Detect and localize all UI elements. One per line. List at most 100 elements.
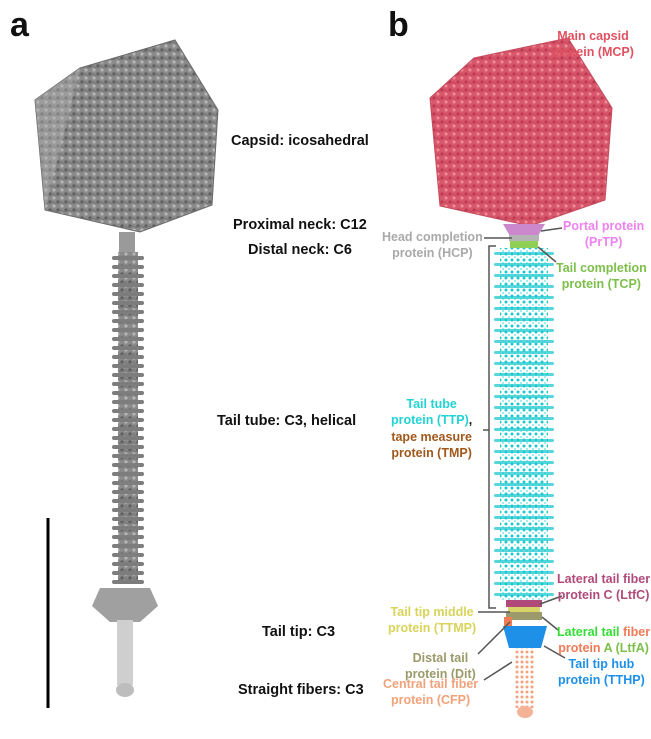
tail-tip-a [92,588,158,622]
prtp-leader [541,228,562,231]
tail-ring-a [112,427,144,431]
label-mcp: Main capsid protein (MCP) [552,28,634,61]
tail-ring-b [494,593,554,596]
tail-ring-b [494,406,554,409]
tail-ring-a [112,445,144,449]
tail-ring-b [494,538,554,541]
tail-ring-a [112,301,144,305]
tail-ring-a [112,418,144,422]
tail-ring-b [494,318,554,321]
tail-ring-b [494,461,554,464]
tail-ring-b [494,439,554,442]
tail-ring-b [494,417,554,420]
capsid-b [430,38,612,226]
ltfc-b [506,600,542,607]
tcp-b [510,241,538,248]
tail-ring-b [494,307,554,310]
tail-ring-b [494,582,554,585]
tail-ring-a [112,562,144,566]
label-capsid: Capsid: icosahedral [231,133,369,149]
tail-ring-a [112,454,144,458]
tail-ring-a [112,508,144,512]
tail-ring-a [112,472,144,476]
tail-ring-a [112,364,144,368]
label-tcp: Tail completion protein (TCP) [556,260,647,293]
fiber-tip-a [116,683,134,697]
tail-ring-a [112,553,144,557]
label-ttp-tmp: Tail tube protein (TTP), tape measure pr… [391,396,472,461]
straight-fibers-a [117,620,133,685]
tail-ring-b [494,560,554,563]
tail-ring-b [494,351,554,354]
label-ttmp: Tail tip middle protein (TTMP) [388,604,476,637]
tail-ring-a [112,481,144,485]
label-prtp: Portal protein (PrTP) [563,218,644,251]
tail-ring-b [494,428,554,431]
portal-b [503,224,545,236]
cfp-b [515,648,535,708]
tail-ring-b [494,329,554,332]
tail-ring-a [112,490,144,494]
label-tail-tip: Tail tip: C3 [262,624,335,640]
tail-ring-b [494,285,554,288]
tail-ring-a [112,526,144,530]
tail-ring-a [112,319,144,323]
tail-ring-a [112,571,144,575]
panel-letter-b: b [388,8,409,42]
tail-ring-a [112,535,144,539]
tail-ring-a [112,265,144,269]
tail-ring-a [112,310,144,314]
label-tail-tube: Tail tube: C3, helical [217,413,356,429]
tail-ring-b [494,516,554,519]
tail-ring-a [112,409,144,413]
cfp-tip-b [517,706,533,718]
panel-letter-a: a [10,8,29,42]
ltfa-b [504,617,512,627]
tail-ring-b [494,373,554,376]
tail-ring-a [112,283,144,287]
tail-ring-b [494,549,554,552]
tail-ring-b [494,384,554,387]
label-distal-neck: Distal neck: C6 [248,242,352,258]
tail-ring-b [494,296,554,299]
tail-ring-a [112,580,144,584]
tail-ring-a [112,436,144,440]
cfp-leader [484,662,512,680]
tail-tube-b [500,248,548,600]
tail-ring-a [112,337,144,341]
tail-ring-b [494,395,554,398]
label-hcp: Head completion protein (HCP) [382,229,483,262]
tail-ring-b [494,494,554,497]
tail-ring-a [112,517,144,521]
tail-ring-b [494,527,554,530]
tail-ring-a [112,292,144,296]
tail-ring-b [494,483,554,486]
label-ltfa: Lateral tail fiber protein A (LtfA) [557,624,650,657]
tail-ring-a [112,400,144,404]
tail-ring-a [112,355,144,359]
label-straight-fibers: Straight fibers: C3 [238,682,364,698]
tail-ring-b [494,274,554,277]
tail-ring-b [494,571,554,574]
tail-ring-b [494,340,554,343]
tail-ring-a [112,346,144,350]
tail-ring-b [494,263,554,266]
tail-ring-a [112,382,144,386]
tail-ring-a [112,391,144,395]
tail-ring-b [494,450,554,453]
label-ltfc: Lateral tail fiber protein C (LtfC) [557,571,650,604]
tail-ring-a [112,373,144,377]
tail-ring-a [112,328,144,332]
hcp-b [509,235,539,241]
label-proximal-neck: Proximal neck: C12 [233,217,367,233]
ttmp-b [508,607,540,612]
tail-ring-b [494,505,554,508]
tail-ring-b [494,472,554,475]
tail-ring-a [112,463,144,467]
neck-a [119,232,135,254]
panel-a-phage-map [35,40,218,708]
tail-ring-b [494,362,554,365]
dit-leader [478,622,510,654]
tail-tube-bracket [489,246,496,608]
tthp-b [503,626,547,648]
